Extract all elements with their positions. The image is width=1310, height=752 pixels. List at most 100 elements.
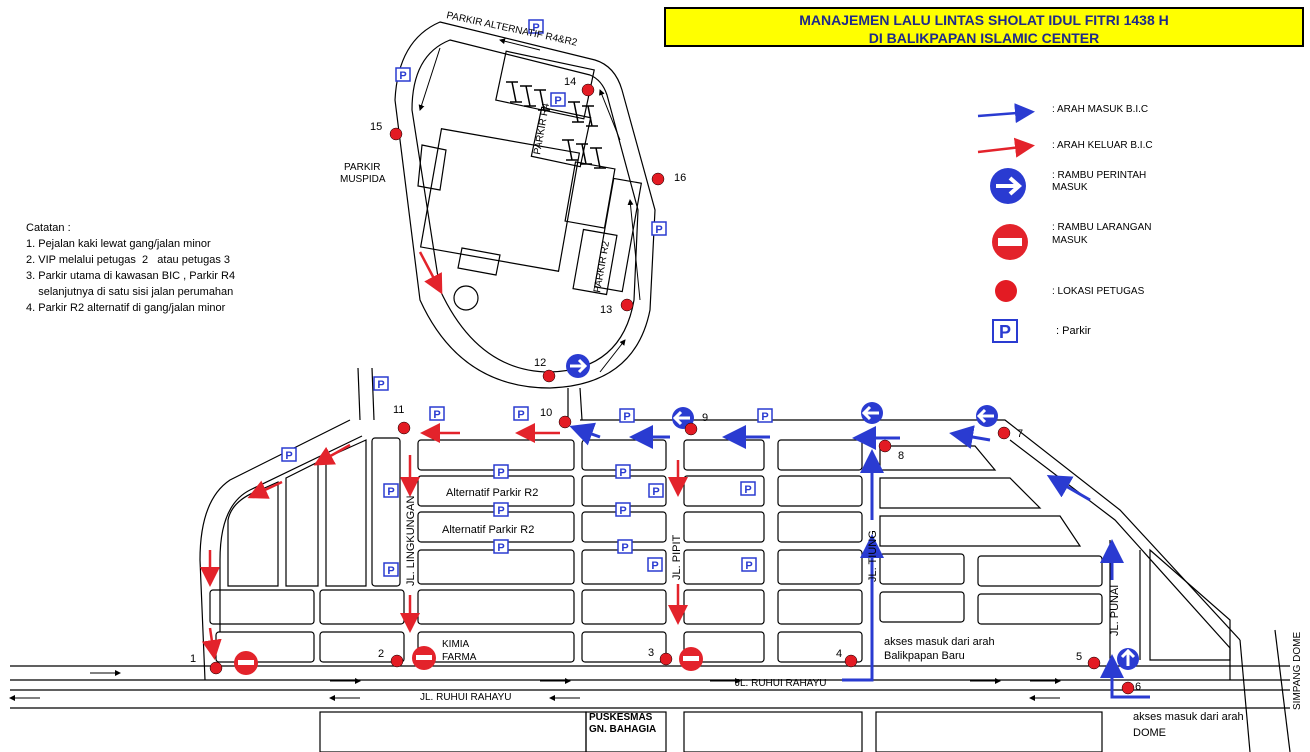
parking-icon: P [741,557,757,572]
label-alt-parkir-r2: Alternatif Parkir R2 [446,487,538,499]
svg-text:5: 5 [1076,651,1082,663]
svg-text:P: P [387,486,394,498]
notes: Catatan : 1. Pejalan kaki lewat gang/jal… [26,220,235,316]
label-simpang-dome: SIMPANG DOME [1292,632,1303,710]
svg-text:P: P [285,450,292,462]
legend-exit-label: : ARAH KELUAR B.I.C [1052,140,1153,151]
notes-heading: Catatan : [26,222,71,234]
svg-text:P: P [517,409,524,421]
mandatory-sign-icon [1117,648,1139,670]
svg-text:16: 16 [674,172,686,184]
parking-icon: P [740,481,756,496]
parking-icon: P [757,408,773,423]
label-puskesmas: GN. BAHAGIA [589,724,656,735]
svg-text:4: 4 [836,648,842,660]
exit-arrows [200,251,688,660]
no-entry-icon [412,646,436,670]
legend-prohibit-label: : RAMBU LARANGAN [1052,222,1151,233]
legend-mandatory-label: : RAMBU PERINTAH [1052,170,1146,181]
legend-prohibit-label: MASUK [1052,235,1088,246]
note-item: 4. Parkir R2 alternatif di gang/jalan mi… [26,302,226,314]
legend-exit-arrow-icon [977,137,1035,158]
no-entry-icon [679,647,703,671]
parking-icon: P [617,539,633,554]
svg-text:P: P [532,22,539,34]
officer-marker: 3 [648,647,673,666]
parking-icon: P [615,502,631,517]
parking-icon: P [493,539,509,554]
parking-icon: P [281,447,297,462]
note-item: 2. VIP melalui petugas 2 atau petugas 3 [26,254,231,266]
parking-icon: P [513,406,529,421]
parking-icon: P [648,483,664,498]
legend-officer-label: : LOKASI PETUGAS [1052,286,1145,297]
note-item: selanjutnya di satu sisi jalan perumahan [26,286,234,298]
mandatory-sign-icon [566,354,590,378]
svg-text:7: 7 [1017,428,1023,440]
officer-marker: 10 [540,407,572,429]
map-title: MANAJEMEN LALU LINTAS SHOLAT IDUL FITRI … [664,7,1304,47]
traffic-flow-arrows [9,38,1061,701]
svg-text:P: P [999,322,1011,342]
legend-mandatory-label: MASUK [1052,182,1088,193]
svg-text:P: P [399,70,406,82]
legend-entry-label: : ARAH MASUK B.I.C [1052,104,1148,115]
svg-text:P: P [497,542,504,554]
label-parkir-r2: PARKIR R2 [592,240,612,294]
parking-icon: P [395,67,411,82]
parking-icon: P [429,406,445,421]
label-akses-bpn: Balikpapan Baru [884,650,965,662]
officer-marker: 8 [878,439,904,462]
svg-text:P: P [619,505,626,517]
legend-no-entry-icon [992,224,1028,260]
parking-icon: P [619,408,635,423]
svg-text:P: P [623,411,630,423]
svg-text:11: 11 [393,404,404,416]
svg-text:6: 6 [1135,681,1141,693]
svg-text:9: 9 [702,412,708,424]
legend-entry-arrow-icon [977,103,1035,124]
label-parkir-muspida: MUSPIDA [340,174,386,185]
label-jl-lingkungan: JL. LINGKUNGAN [405,495,417,586]
officer-marker: 6 [1121,681,1141,695]
svg-text:P: P [655,224,662,236]
label-kimia-farma: FARMA [442,652,477,663]
svg-text:14: 14 [564,76,576,88]
officer-marker: 4 [836,648,858,668]
svg-text:P: P [652,486,659,498]
svg-text:P: P [761,411,768,423]
parking-icon: P [493,502,509,517]
legend-parking-icon: P [992,319,1018,343]
access-road [357,367,583,421]
officer-marker: 1 [190,653,223,675]
svg-text:8: 8 [898,450,904,462]
label-puskesmas: PUSKESMAS [589,712,653,723]
officer-marker: 16 [651,172,686,186]
note-item: 3. Parkir utama di kawasan BIC , Parkir … [26,270,236,282]
legend-officer-icon [995,280,1017,302]
label-parkir-muspida: PARKIR [344,162,381,173]
svg-text:P: P [497,467,504,479]
svg-text:2: 2 [378,648,384,660]
parking-icon: P [550,92,566,107]
officer-marker: 9 [684,412,708,436]
label-jl-pipit: JL. PIPIT [671,534,683,580]
label-kimia-farma: KIMIA [442,639,470,650]
mandatory-sign-icon [861,402,883,424]
map-labels: PARKIR ALTERNATIF R4&R2 PARKIR R4 PARKIR… [340,10,1303,739]
officer-locations: 1 2 3 4 5 6 7 8 9 10 11 12 13 14 15 16 [190,76,1141,695]
legend-parking-label: : Parkir [1056,325,1091,337]
parking-icon: P [493,464,509,479]
svg-text:P: P [377,379,384,391]
officer-marker: 14 [564,76,595,97]
svg-text:P: P [619,467,626,479]
svg-text:15: 15 [370,121,382,133]
officer-marker: 12 [534,357,556,383]
svg-text:10: 10 [540,407,552,419]
parking-icon: P [383,562,399,577]
svg-text:P: P [387,565,394,577]
officer-marker: 2 [378,648,404,668]
svg-text:P: P [621,542,628,554]
svg-text:P: P [744,484,751,496]
note-item: 1. Pejalan kaki lewat gang/jalan minor [26,238,211,250]
